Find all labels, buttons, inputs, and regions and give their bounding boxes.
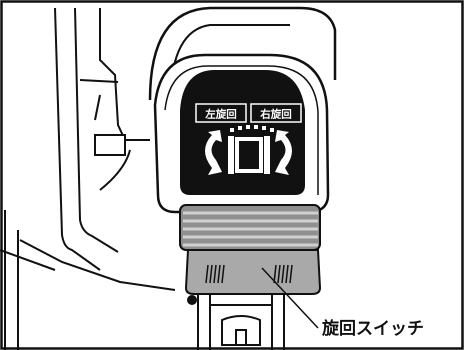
right-rotation-tag: 右旋回	[250, 103, 302, 123]
lower-stem	[187, 294, 285, 350]
right-rotation-label: 右旋回	[259, 108, 292, 121]
rotation-arrows-icon	[205, 125, 292, 175]
rotation-switch-callout: 旋回スイッチ	[322, 319, 424, 339]
callout-leader	[261, 267, 319, 329]
left-rotation-label: 左旋回	[204, 108, 237, 121]
left-rotation-tag: 左旋回	[195, 103, 247, 123]
rotation-switch-button	[184, 249, 322, 295]
side-connector	[94, 134, 126, 156]
background-tool-body	[0, 7, 176, 350]
rear-arch	[148, 6, 337, 101]
switch-ribs	[179, 204, 321, 251]
